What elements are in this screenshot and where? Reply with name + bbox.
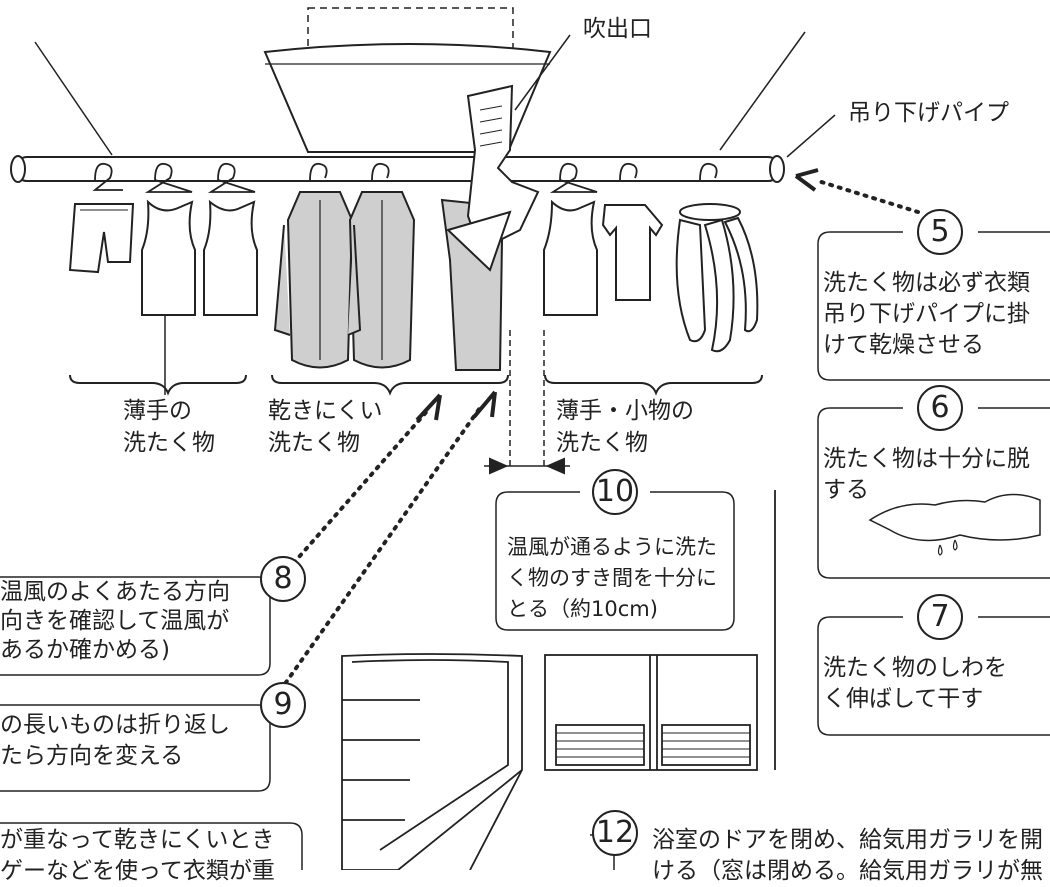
group-small-label-2: 洗たく物: [556, 430, 648, 456]
note-11-line-1: が重なって乾きにくいとき: [0, 827, 275, 853]
note-9-number: 9: [273, 687, 293, 722]
note-5-line-1: 洗たく物は必ず衣類: [823, 270, 1030, 296]
note-6-line-2: する: [823, 477, 869, 503]
note-7-line-2: く伸ばして干す: [823, 686, 984, 712]
group-slow-label-2: 洗たく物: [268, 430, 360, 456]
note-8-line-3: あるか確かめる): [0, 637, 170, 663]
airflow-arrow: [446, 84, 540, 272]
note-11-line-2: ゲーなどを使って衣類が重: [0, 858, 275, 884]
note-12-line-2: ける（窓は閉める。給気用ガラリが無: [652, 858, 1043, 884]
door-louver: [544, 490, 776, 771]
note-9-line-1: の長いものは折り返し: [0, 712, 230, 738]
bathtub: [341, 653, 523, 870]
note-9-line-2: たら方向を変える: [0, 743, 184, 769]
note-12-number: 12: [595, 815, 635, 850]
note-10-line-2: く物のすき間を十分に: [507, 566, 717, 590]
note-5-number: 5: [930, 214, 950, 249]
pipe-label: 吊り下げパイプ: [848, 100, 1009, 126]
group-slow-label-1: 乾きにくい: [268, 398, 383, 424]
hanging-pipe: [10, 155, 785, 183]
clip-hanger: [675, 203, 759, 353]
note-10-line-1: 温風が通るように洗た: [507, 535, 717, 559]
note-6-line-1: 洗たく物は十分に脱: [823, 446, 1030, 472]
note-8-number: 8: [273, 561, 293, 596]
note-12-line-1: 浴室のドアを閉め、給気用ガラリを開: [652, 827, 1043, 853]
note-8-line-1: 温風のよくあたる方向: [0, 579, 230, 605]
note-10-line-3: とる（約10cm): [507, 597, 658, 621]
group-small-label-1: 薄手・小物の: [556, 398, 694, 424]
outlet-label: 吹出口: [583, 16, 652, 42]
note-6-number: 6: [930, 390, 950, 425]
note-10-number: 10: [595, 474, 635, 509]
group-thin-label-2: 洗たく物: [123, 430, 215, 456]
note-5-line-3: けて乾燥させる: [823, 332, 984, 358]
note-5-line-2: 吊り下げパイプに掛: [823, 301, 1030, 327]
note-7-number: 7: [930, 599, 950, 634]
group-thin-label-1: 薄手の: [123, 398, 192, 424]
note-7-line-1: 洗たく物のしわを: [823, 655, 1007, 681]
note-8-line-2: 向きを確認して温風が: [0, 608, 230, 634]
